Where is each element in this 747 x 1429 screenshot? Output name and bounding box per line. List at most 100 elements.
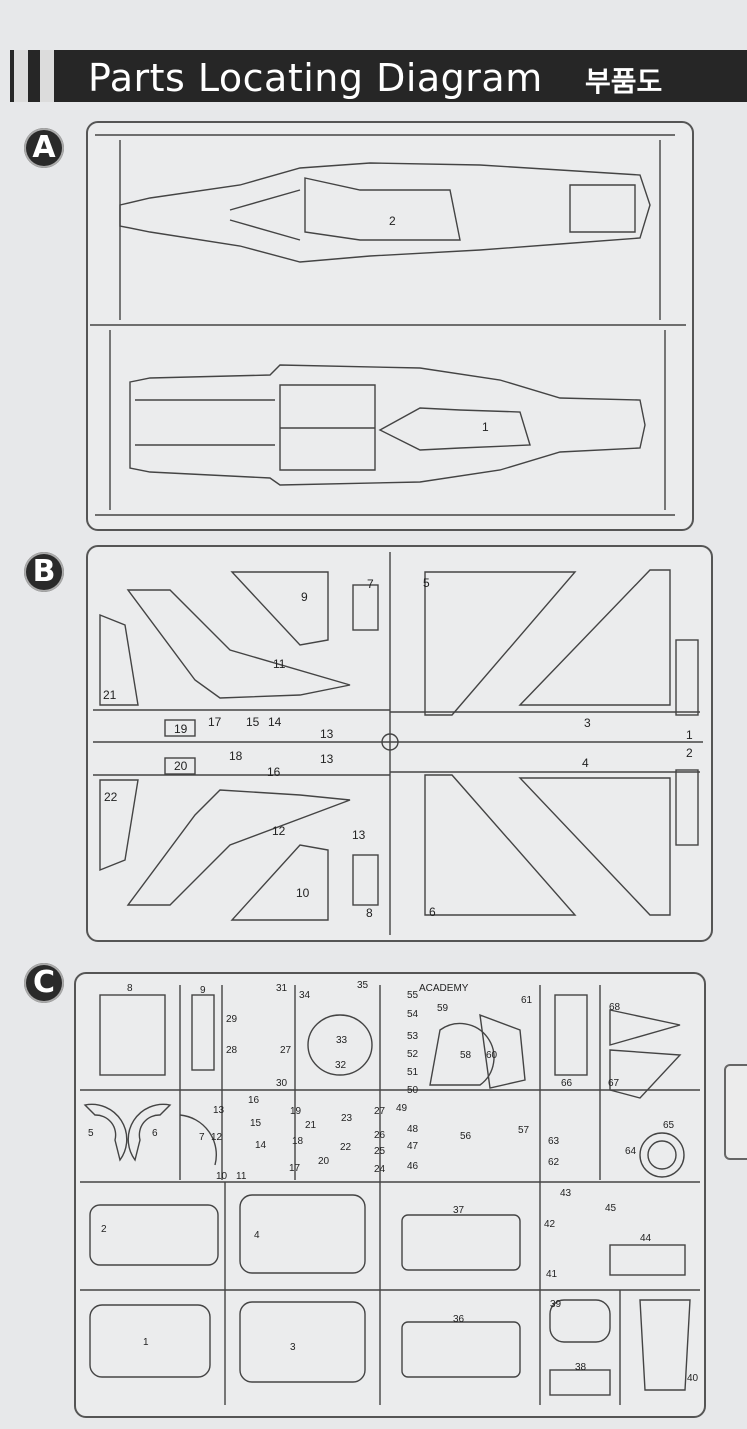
part-label-b4: 4 [582, 756, 589, 770]
part-label-c68: 68 [609, 1002, 621, 1013]
part-label-c26: 26 [374, 1130, 386, 1141]
part-label-c27b: 27 [374, 1106, 386, 1117]
part-label-c37: 37 [453, 1205, 465, 1216]
part-label-c5: 5 [88, 1128, 94, 1139]
brand-label: ACADEMY [419, 983, 469, 994]
part-label-b16: 16 [267, 765, 281, 779]
part-label-c52: 52 [407, 1049, 419, 1060]
part-label-c44: 44 [640, 1233, 652, 1244]
part-label-b22: 22 [104, 790, 118, 804]
part-label-c3: 3 [290, 1342, 296, 1353]
part-label-b12: 12 [272, 824, 286, 838]
part-label-b6: 6 [429, 905, 436, 919]
part-label-c36: 36 [453, 1314, 465, 1325]
part-label-b13b: 13 [320, 752, 334, 766]
part-label-c27a: 27 [280, 1045, 292, 1056]
part-label-c62: 62 [548, 1157, 560, 1168]
part-label-b18: 18 [229, 749, 243, 763]
part-label-b19: 19 [174, 722, 188, 736]
part-label-b17: 17 [208, 715, 222, 729]
part-label-c65: 65 [663, 1120, 675, 1131]
part-label-a2: 2 [389, 214, 396, 228]
part-label-c19: 19 [290, 1106, 302, 1117]
part-label-c8: 8 [127, 983, 133, 994]
part-label-c53: 53 [407, 1031, 419, 1042]
part-label-a1: 1 [482, 420, 489, 434]
part-label-c46: 46 [407, 1161, 419, 1172]
part-label-c11: 11 [236, 1171, 247, 1182]
part-label-b5: 5 [423, 576, 430, 590]
part-label-c14: 14 [255, 1140, 267, 1151]
part-label-c54: 54 [407, 1009, 419, 1020]
part-label-b3: 3 [584, 716, 591, 730]
part-label-c38: 38 [575, 1362, 587, 1373]
part-label-c59: 59 [437, 1003, 449, 1014]
part-label-c63: 63 [548, 1136, 560, 1147]
part-label-c9: 9 [200, 985, 206, 996]
part-label-c51: 51 [407, 1067, 419, 1078]
part-label-b14: 14 [268, 715, 282, 729]
part-label-c49: 49 [396, 1103, 408, 1114]
section-b-badge: B [24, 552, 64, 592]
part-label-c60: 60 [486, 1050, 498, 1061]
part-label-c12: 12 [211, 1132, 223, 1143]
part-label-c25: 25 [374, 1146, 386, 1157]
part-label-c18: 18 [292, 1136, 304, 1147]
part-label-c4: 4 [254, 1230, 260, 1241]
header-banner: Parts Locating Diagram 부품도 [10, 50, 747, 102]
part-label-c61: 61 [521, 995, 533, 1006]
section-c-badge: C [24, 963, 64, 1003]
part-label-c47: 47 [407, 1141, 419, 1152]
part-label-c10: 10 [216, 1171, 228, 1182]
part-label-b1: 1 [686, 728, 693, 742]
part-label-c64: 64 [625, 1146, 637, 1157]
part-label-c50: 50 [407, 1085, 419, 1096]
part-label-c29: 29 [226, 1014, 238, 1025]
part-label-b13a: 13 [320, 727, 334, 741]
part-label-c31: 31 [276, 983, 288, 994]
part-label-c28: 28 [226, 1045, 238, 1056]
part-label-c42: 42 [544, 1219, 556, 1230]
part-label-c7: 7 [199, 1132, 205, 1143]
part-label-c16: 16 [248, 1095, 260, 1106]
part-label-c43: 43 [560, 1188, 572, 1199]
part-label-c24: 24 [374, 1164, 386, 1175]
part-label-b21: 21 [103, 688, 117, 702]
part-label-c1: 1 [143, 1337, 149, 1348]
part-label-c39: 39 [550, 1299, 562, 1310]
section-a-badge: A [24, 128, 64, 168]
part-label-c32: 32 [335, 1060, 347, 1071]
part-label-b15: 15 [246, 715, 260, 729]
part-label-c55: 55 [407, 990, 419, 1001]
part-label-c56: 56 [460, 1131, 472, 1142]
part-label-b10: 10 [296, 886, 310, 900]
part-label-b20: 20 [174, 759, 188, 773]
page-title: Parts Locating Diagram [88, 56, 543, 100]
part-label-c35: 35 [357, 980, 369, 991]
part-label-c23: 23 [341, 1113, 353, 1124]
part-label-c33: 33 [336, 1035, 348, 1046]
part-label-c17: 17 [289, 1163, 301, 1174]
part-label-c48: 48 [407, 1124, 419, 1135]
part-label-c67: 67 [608, 1078, 620, 1089]
part-label-b13c: 13 [352, 828, 366, 842]
part-label-c13: 13 [213, 1105, 225, 1116]
page-title-korean: 부품도 [585, 65, 663, 98]
part-label-b9: 9 [301, 590, 308, 604]
part-label-c45: 45 [605, 1203, 617, 1214]
part-label-c34: 34 [299, 990, 311, 1001]
part-label-c66: 66 [561, 1078, 573, 1089]
part-label-b7: 7 [367, 577, 374, 591]
header-bar-left [14, 50, 28, 102]
header-bar-right [40, 50, 54, 102]
part-label-c21: 21 [305, 1120, 317, 1131]
part-label-c20: 20 [318, 1156, 330, 1167]
part-label-c22: 22 [340, 1142, 352, 1153]
part-label-c15: 15 [250, 1118, 262, 1129]
part-label-c58: 58 [460, 1050, 472, 1061]
part-label-b2: 2 [686, 746, 693, 760]
part-label-c6: 6 [152, 1128, 158, 1139]
part-label-b11: 11 [273, 657, 286, 671]
part-label-c40: 40 [687, 1373, 699, 1384]
